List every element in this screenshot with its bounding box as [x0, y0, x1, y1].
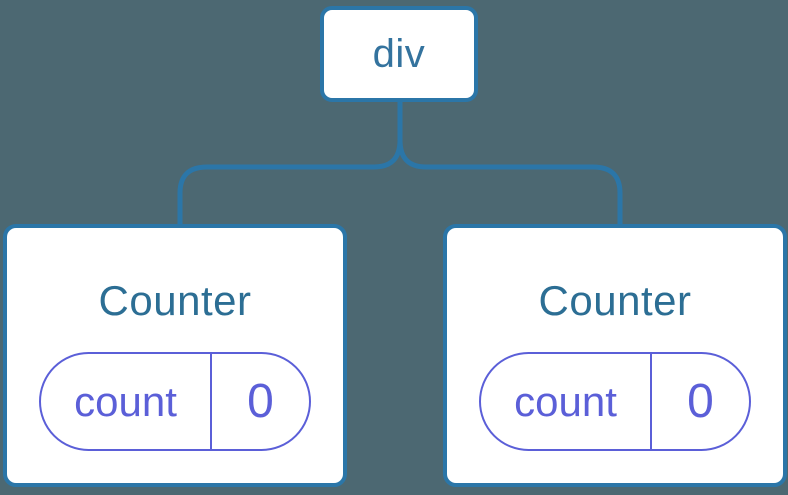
tree-node-root-div: div [320, 6, 478, 102]
tree-node-counter-right: Counter count 0 [443, 224, 787, 487]
state-value-label: 0 [687, 375, 714, 428]
root-node-label: div [372, 31, 426, 76]
state-key-label: count [74, 377, 177, 425]
state-pill-divider [210, 354, 212, 449]
state-pill: count 0 [479, 352, 751, 451]
connector-root-to-left-child [177, 101, 403, 228]
state-pill: count 0 [39, 352, 311, 451]
component-name-label: Counter [98, 277, 252, 324]
state-pill-divider [650, 354, 652, 449]
connector-root-to-right-child [397, 101, 623, 228]
tree-node-counter-left: Counter count 0 [3, 224, 347, 487]
component-name-label: Counter [538, 277, 692, 324]
state-value-label: 0 [247, 375, 274, 428]
state-key-label: count [514, 377, 617, 425]
